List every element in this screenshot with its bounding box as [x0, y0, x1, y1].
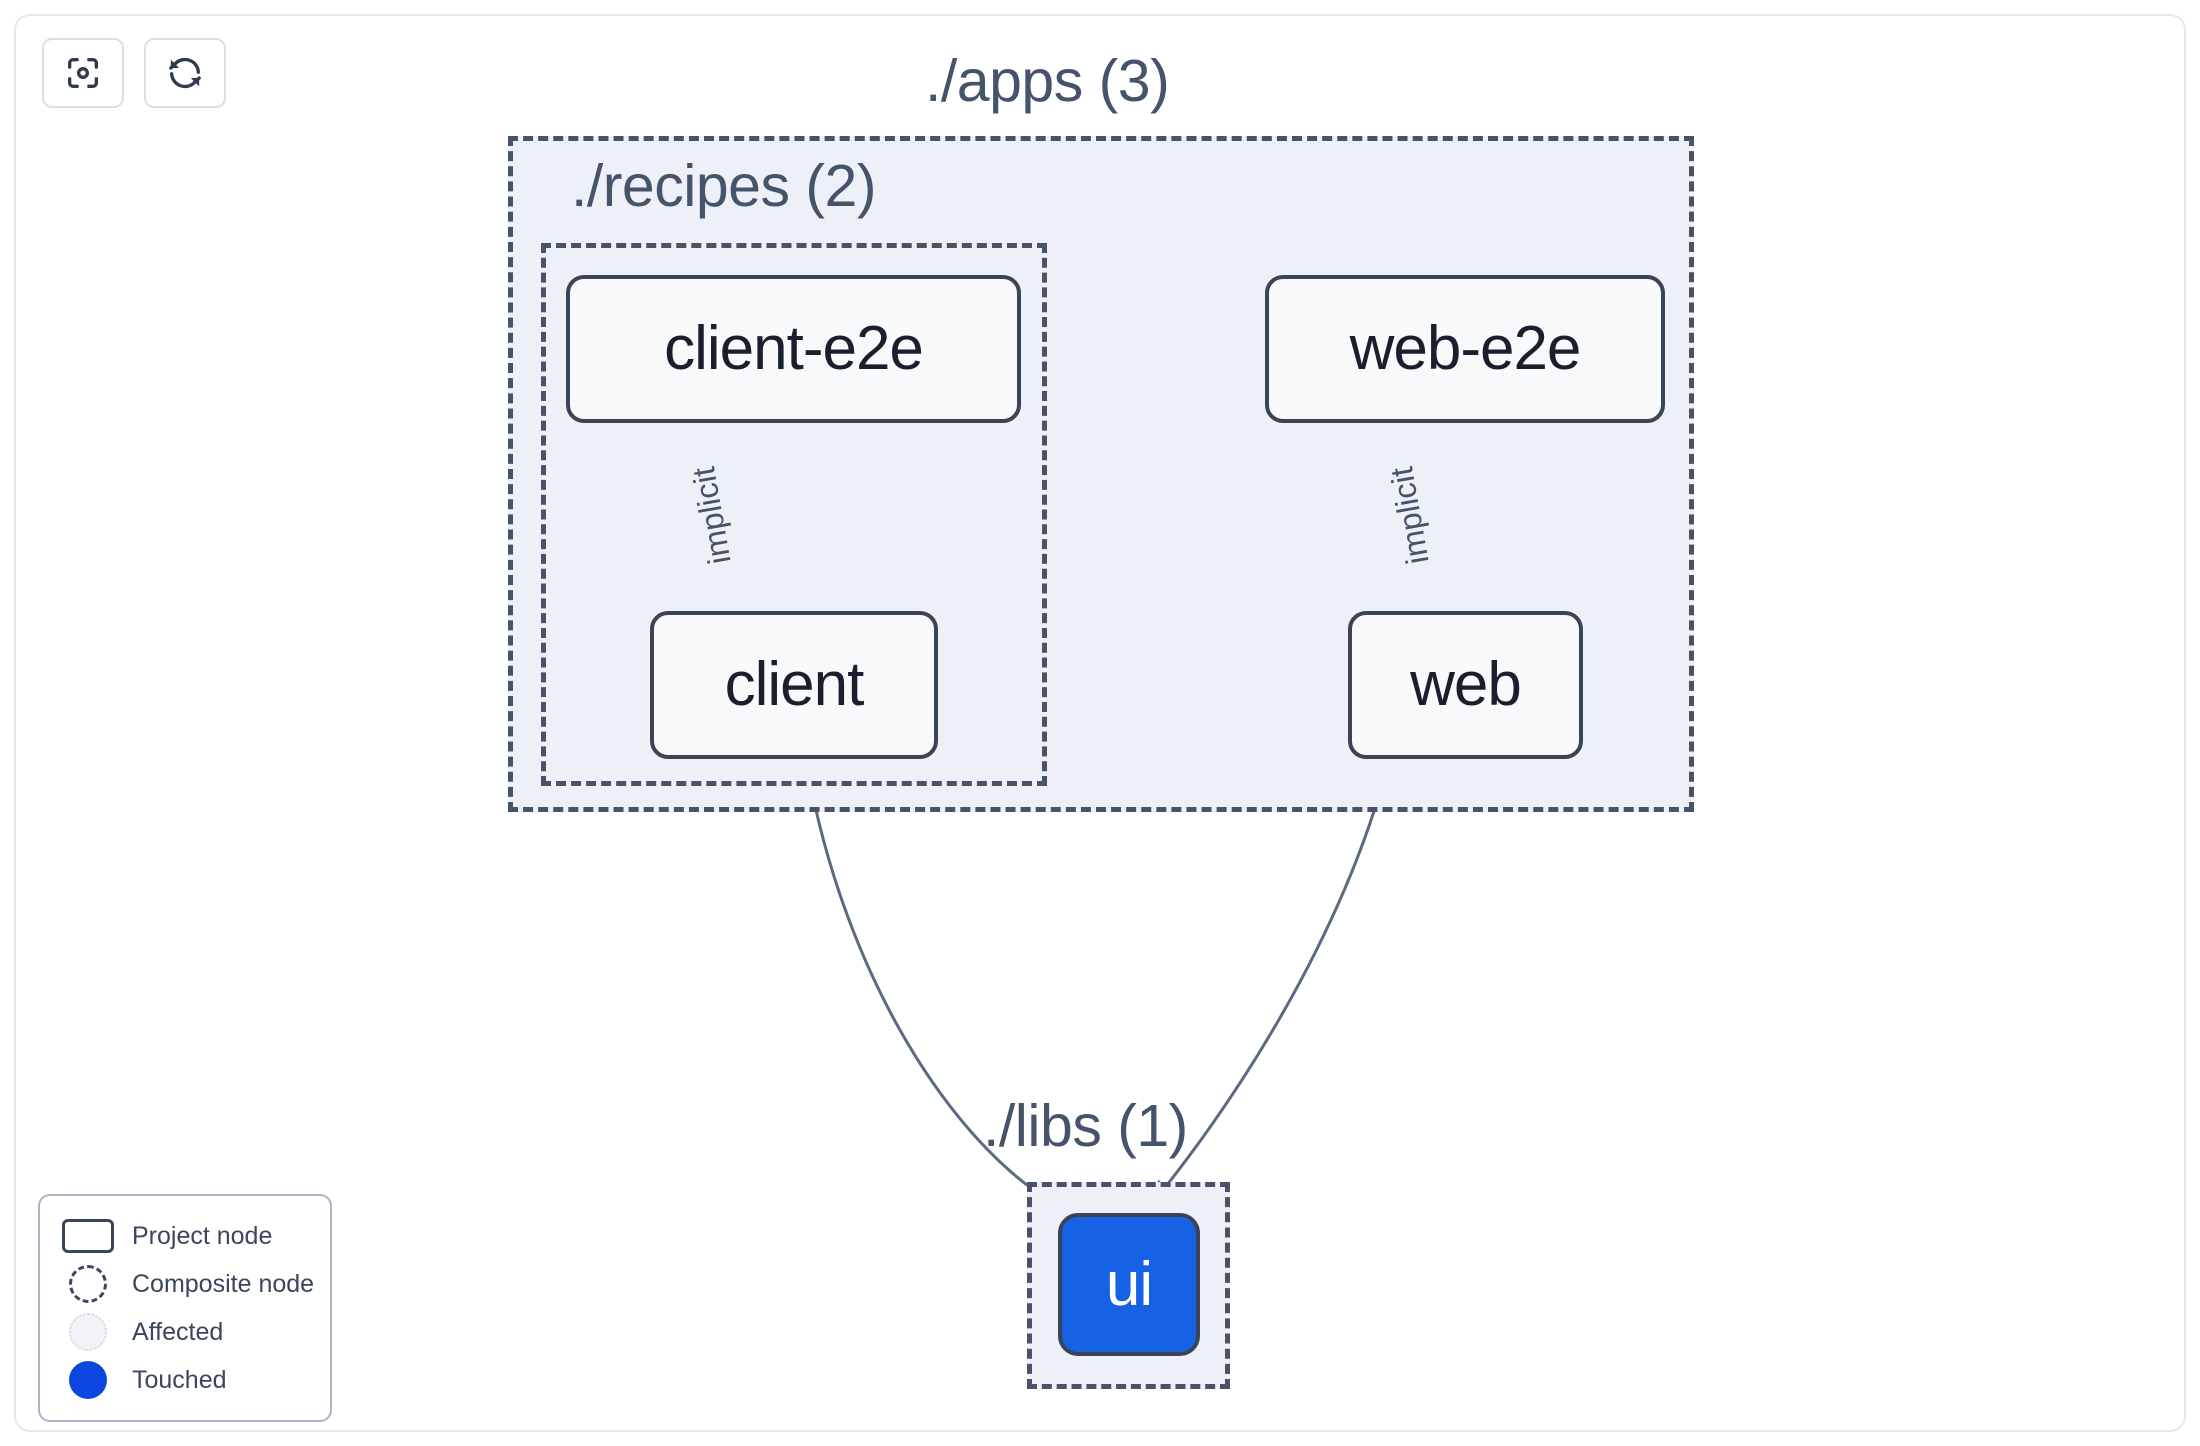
group-label-recipes: ./recipes (2)	[571, 153, 876, 219]
project-node-label: client-e2e	[664, 314, 924, 383]
group-label-libs: ./libs (1)	[983, 1093, 1188, 1159]
project-node-swatch	[62, 1215, 114, 1257]
legend-item-label: Composite node	[132, 1269, 315, 1298]
project-node-label: ui	[1105, 1249, 1153, 1319]
legend-item-label: Project node	[132, 1221, 273, 1250]
legend-item-project-node: Project node	[62, 1212, 308, 1260]
affected-swatch	[62, 1311, 114, 1353]
project-node-web-e2e[interactable]: web-e2e	[1265, 275, 1665, 423]
touched-swatch	[62, 1359, 114, 1401]
graph-legend: Project node Composite node Affected Tou…	[38, 1194, 332, 1422]
project-node-client-e2e[interactable]: client-e2e	[566, 275, 1021, 423]
legend-item-label: Touched	[132, 1365, 227, 1394]
legend-item-affected: Affected	[62, 1308, 308, 1356]
edge-client-to-ui	[804, 759, 1051, 1202]
project-node-label: web-e2e	[1349, 314, 1582, 383]
composite-node-swatch	[62, 1263, 114, 1305]
edge-web-to-ui	[1153, 759, 1391, 1203]
legend-item-label: Affected	[132, 1317, 224, 1346]
graph-toolbar	[42, 38, 226, 108]
focus-target-icon	[63, 53, 103, 93]
focus-graph-button[interactable]	[42, 38, 124, 108]
project-node-label: web	[1410, 650, 1522, 719]
legend-item-composite-node: Composite node	[62, 1260, 314, 1308]
project-node-label: client	[724, 650, 865, 719]
project-node-client[interactable]: client	[650, 611, 938, 759]
refresh-icon	[165, 53, 205, 93]
refresh-graph-button[interactable]	[144, 38, 226, 108]
project-node-ui[interactable]: ui	[1058, 1213, 1200, 1356]
legend-item-touched: Touched	[62, 1356, 308, 1404]
group-label-apps: ./apps (3)	[925, 48, 1170, 114]
project-node-web[interactable]: web	[1348, 611, 1583, 759]
